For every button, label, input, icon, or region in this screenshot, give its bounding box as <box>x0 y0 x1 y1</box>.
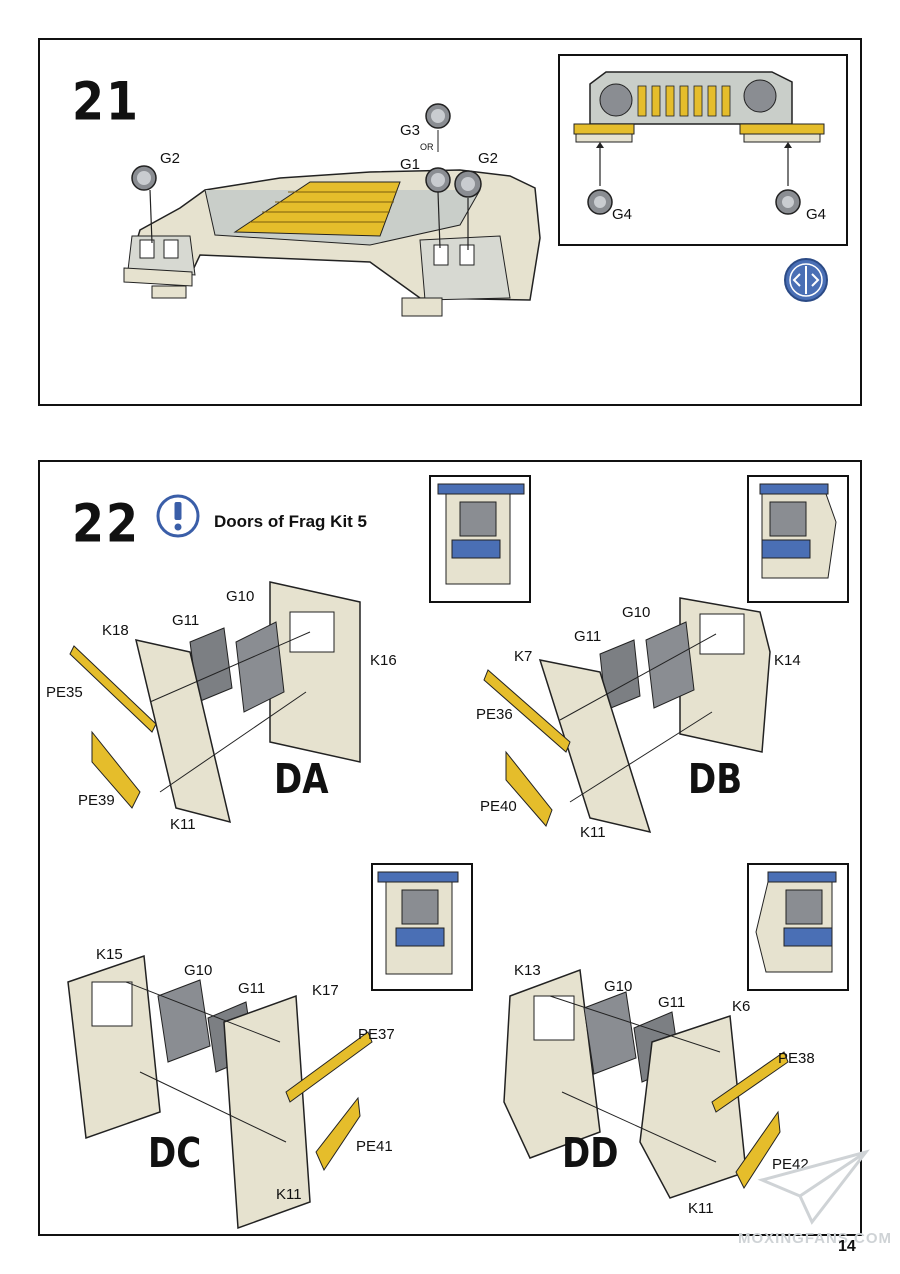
label-pe35: PE35 <box>46 684 83 701</box>
door-dd <box>503 968 789 1199</box>
grille-detail-drawing <box>573 71 825 215</box>
label-k15: K15 <box>96 946 123 963</box>
flip-symbol-icon <box>784 258 828 302</box>
light-g2-right <box>454 170 482 250</box>
hood-assembly-drawing <box>123 103 541 317</box>
label-g2: G2 <box>478 150 499 167</box>
label-pe39: PE39 <box>78 792 115 809</box>
label-g2: G2 <box>160 150 181 167</box>
label-g10: G10 <box>184 962 213 979</box>
light-g3 <box>425 103 451 152</box>
label-pe40: PE40 <box>480 798 517 815</box>
door-db <box>483 597 771 834</box>
label-g10: G10 <box>604 978 633 995</box>
label-g11: G11 <box>658 994 686 1011</box>
variant-db-title: DB <box>688 756 743 804</box>
label-g11: G11 <box>172 612 200 629</box>
label-k14: K14 <box>774 652 801 669</box>
step-number: 22 <box>72 492 141 555</box>
label-pe41: PE41 <box>356 1138 393 1155</box>
light-g1 <box>425 167 451 249</box>
label-k11: K11 <box>688 1200 714 1217</box>
label-g11: G11 <box>238 980 266 997</box>
label-g4: G4 <box>806 206 827 223</box>
label-k11: K11 <box>276 1186 302 1203</box>
step-number: 21 <box>72 70 141 133</box>
light-g2-left <box>131 165 157 244</box>
label-g4: G4 <box>612 206 633 223</box>
variant-dd-title: DD <box>562 1130 619 1178</box>
attention-icon <box>156 494 200 538</box>
door-dc <box>67 954 373 1230</box>
label-g11: G11 <box>574 628 602 645</box>
label-k11: K11 <box>170 816 196 833</box>
watermark-text: MOXINGFANS.COM <box>738 1230 893 1247</box>
label-g10: G10 <box>226 588 255 605</box>
label-k6: K6 <box>732 998 751 1015</box>
label-k7: K7 <box>514 648 533 665</box>
label-pe37: PE37 <box>358 1026 395 1043</box>
note-title: Doors of Frag Kit 5 <box>214 512 368 531</box>
variant-da-title: DA <box>274 756 329 804</box>
label-k11: K11 <box>580 824 606 841</box>
label-g1: G1 <box>400 156 421 173</box>
label-k13: K13 <box>514 962 541 979</box>
label-k17: K17 <box>312 982 339 999</box>
variant-dc-title: DC <box>148 1130 202 1178</box>
door-da <box>69 581 361 824</box>
label-or: OR <box>420 142 434 152</box>
label-g3: G3 <box>400 122 421 139</box>
step-22-panel: 22 Doors of Frag Kit 5 <box>38 460 862 1236</box>
label-pe38: PE38 <box>778 1050 815 1067</box>
door-assemblies-drawing <box>67 581 789 1230</box>
label-pe36: PE36 <box>476 706 513 723</box>
page-number: 14 <box>838 1238 856 1255</box>
grille-detail-inset: G4 G4 <box>558 54 848 246</box>
label-k18: K18 <box>102 622 129 639</box>
location-insets <box>371 475 849 991</box>
step-21-panel: 21 <box>38 38 862 406</box>
label-k16: K16 <box>370 652 397 669</box>
label-g10: G10 <box>622 604 651 621</box>
